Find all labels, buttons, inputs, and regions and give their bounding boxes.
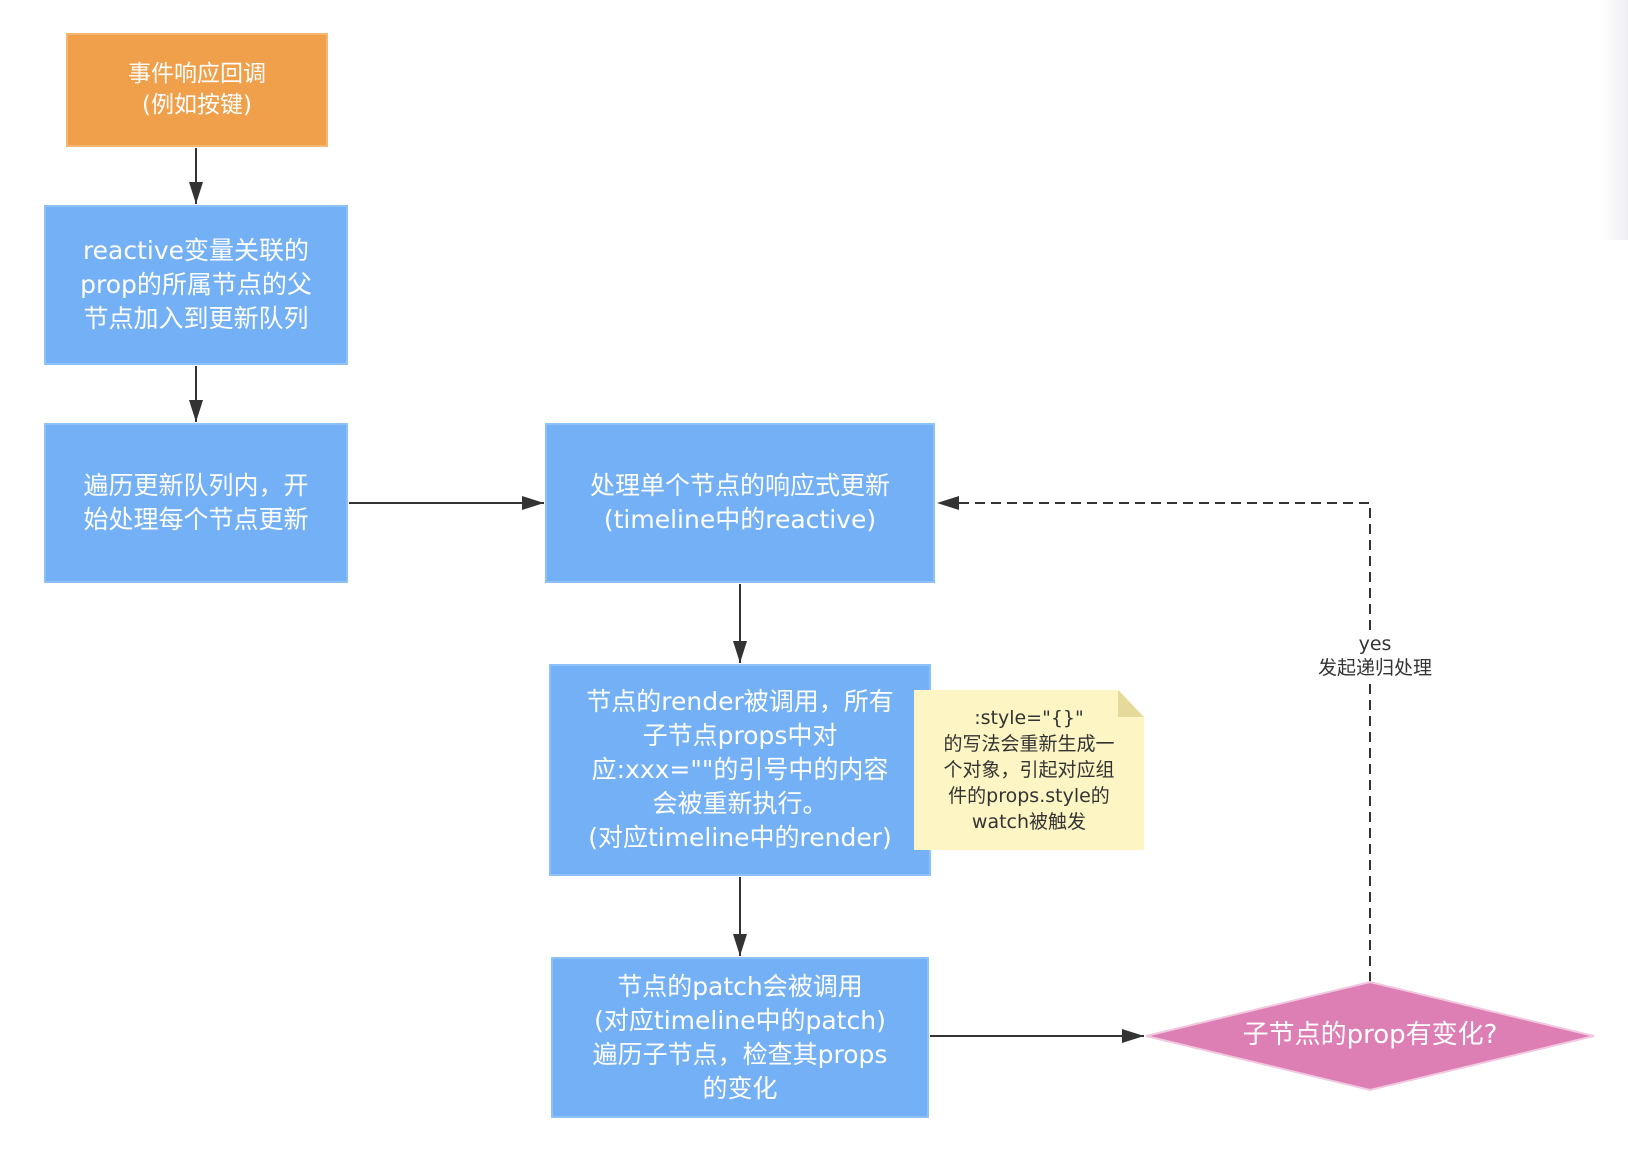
canvas-edge-shadow	[1598, 0, 1628, 240]
node-reactive-update[interactable]: 处理单个节点的响应式更新 (timeline中的reactive)	[545, 423, 935, 583]
node-iterate-queue[interactable]: 遍历更新队列内，开 始处理每个节点更新	[44, 423, 348, 583]
node-render-called[interactable]: 节点的render被调用，所有 子节点props中对 应:xxx=""的引号中的…	[549, 664, 931, 876]
node-enqueue-parent[interactable]: reactive变量关联的 prop的所属节点的父 节点加入到更新队列	[44, 205, 348, 365]
node-patch-called[interactable]: 节点的patch会被调用 (对应timeline中的patch) 遍历子节点，检…	[551, 957, 929, 1118]
decision-diamond-shape	[1145, 980, 1595, 1092]
edge-label-yes-recurse: yes 发起递归处理	[1300, 632, 1450, 680]
sticky-note[interactable]: :style="{}" 的写法会重新生成一 个对象，引起对应组 件的props.…	[914, 690, 1144, 850]
node-decision-label[interactable]: 子节点的prop有变化?	[1242, 1020, 1498, 1050]
node-event-callback[interactable]: 事件响应回调 (例如按键)	[66, 33, 328, 147]
